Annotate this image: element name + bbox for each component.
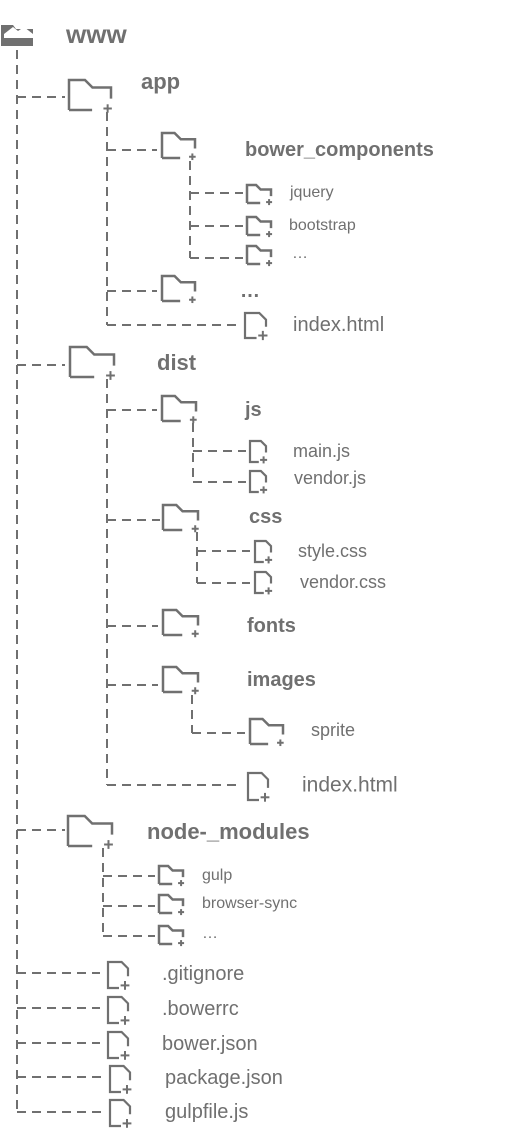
file-icon-gulpfile-js (108, 1098, 132, 1128)
folder-icon-bower-more (245, 244, 273, 264)
folder-icon-app-more (160, 274, 197, 301)
node-vendor-js-label: vendor.js (294, 468, 367, 488)
folder-icon-bootstrap (245, 215, 273, 235)
node-package-json-label: package.json (165, 1067, 283, 1089)
root-folder-icon-detail (4, 27, 33, 38)
node-images-label: images (247, 669, 316, 691)
node-gitignore-label: .gitignore (162, 963, 245, 985)
folder-icon-dist (68, 345, 116, 377)
node-node-modules-label: node-_modules (147, 819, 310, 844)
node-dist-index-label: index.html (302, 773, 398, 797)
node-gulpfile-js-label: gulpfile.js (165, 1101, 249, 1123)
folder-icon-fonts (161, 608, 200, 635)
node-jquery-label: jquery (290, 184, 334, 201)
folder-icon-sprite (248, 717, 285, 744)
file-icon-dist-index (246, 771, 270, 802)
node-main-js-label: main.js (293, 441, 351, 461)
folder-icon-node-modules (66, 814, 114, 846)
folder-icon-images (161, 665, 200, 692)
folder-icon-js (160, 394, 198, 421)
file-icon-vendor-js (248, 469, 268, 494)
node-bower-json-label: bower.json (162, 1033, 258, 1055)
folder-icon-browser-sync (157, 893, 185, 913)
node-style-css-label: style.css (298, 541, 368, 561)
node-dist-label: dist (157, 350, 197, 375)
folder-icon-bower-components (160, 131, 197, 158)
folder-icon-jquery (245, 183, 273, 203)
node-js-label: js (245, 399, 262, 421)
node-www-label: www (66, 19, 127, 49)
node-gulp-label: gulp (202, 867, 233, 884)
file-icon-app-index (243, 311, 268, 340)
node-sprite-label: sprite (311, 720, 356, 740)
folder-icon-gulp (157, 864, 185, 884)
folder-icon-node-modules-more (157, 924, 185, 944)
node-bootstrap-label: bootstrap (289, 217, 356, 234)
file-icon-main-js (248, 439, 268, 464)
node-fonts-label: fonts (247, 615, 296, 637)
file-icon-bowerrc (106, 995, 130, 1025)
folder-icon-app (67, 78, 113, 110)
node-app-index-label: index.html (293, 314, 385, 336)
file-icon-gitignore (106, 960, 130, 990)
node-app-more-label: … (240, 280, 260, 302)
node-css-label: css (249, 506, 283, 528)
node-bowerrc-label: .bowerrc (162, 998, 239, 1020)
node-app-label: app (141, 69, 181, 94)
folder-icon-css (161, 503, 200, 530)
file-icon-style-css (253, 539, 273, 564)
file-icon-bower-json (106, 1030, 130, 1060)
file-icon-package-json (108, 1064, 132, 1094)
node-bower-more-label: … (292, 245, 308, 262)
node-browser-sync-label: browser-sync (202, 895, 298, 912)
node-node-modules-more-label: … (202, 925, 218, 942)
node-bower-components-label: bower_components (245, 139, 434, 161)
node-vendor-css-label: vendor.css (300, 572, 387, 592)
file-icon-vendor-css (253, 570, 273, 595)
